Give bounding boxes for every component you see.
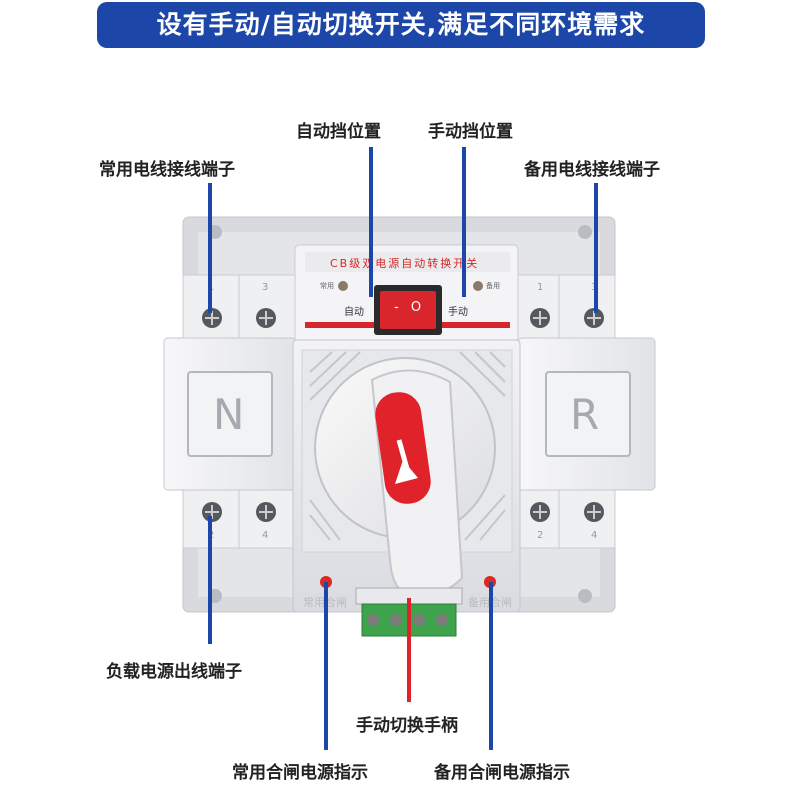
label-backup-close-indicator: 备用合闸电源指示 [434,763,570,783]
label-manual-handle: 手动切换手柄 [356,716,458,736]
label-manual-position: 手动挡位置 [428,122,513,142]
switch-label-manual: 手动 [448,307,468,318]
terminal-number: 2 [537,530,544,541]
terminal-number: 3 [262,282,269,293]
module-r [517,337,656,491]
label-auto-position: 自动挡位置 [296,122,381,142]
switch-label-auto: 自动 [344,307,364,318]
terminal-number: 4 [262,530,269,541]
module-n [163,337,297,491]
label-normal-close-indicator: 常用合闸电源指示 [232,763,368,783]
banner-title: 设有手动/自动切换开关,满足不同环境需求 [97,2,705,48]
label-load-output-terminal: 负载电源出线端子 [106,662,242,682]
module-letter-r: R [570,390,600,439]
callout-line-normal-indicator [324,582,328,750]
terminal-block-bottom-right [502,489,616,549]
mount-hole-br [578,589,592,603]
small-lamp-left [338,281,348,291]
model-title: CB级双电源自动转换开关 [330,257,480,270]
callout-line-normal-input [208,183,212,313]
callout-line-manual [462,147,466,297]
terminal-block-bottom-left [182,489,296,549]
terminal-number: 1 [537,282,544,293]
callout-line-backup-input [594,183,598,313]
green-terminal-connector [355,587,463,637]
callout-line-handle [407,598,411,702]
lamp-label-normal: 常用 [320,282,334,290]
callout-line-backup-indicator [489,582,493,750]
mount-hole-tr [578,225,592,239]
terminal-number: 4 [591,530,598,541]
module-letter-n: N [213,390,245,439]
switch-symbols: - O [394,300,426,315]
lamp-label-backup: 备用 [486,282,500,290]
label-backup-input-terminal: 备用电线接线端子 [524,160,660,180]
callout-line-load-output [208,516,212,644]
small-lamp-right [473,281,483,291]
terminal-block-top-left [182,274,296,341]
terminal-block-top-right [502,274,616,341]
label-normal-input-terminal: 常用电线接线端子 [99,160,235,180]
callout-line-auto [369,147,373,297]
